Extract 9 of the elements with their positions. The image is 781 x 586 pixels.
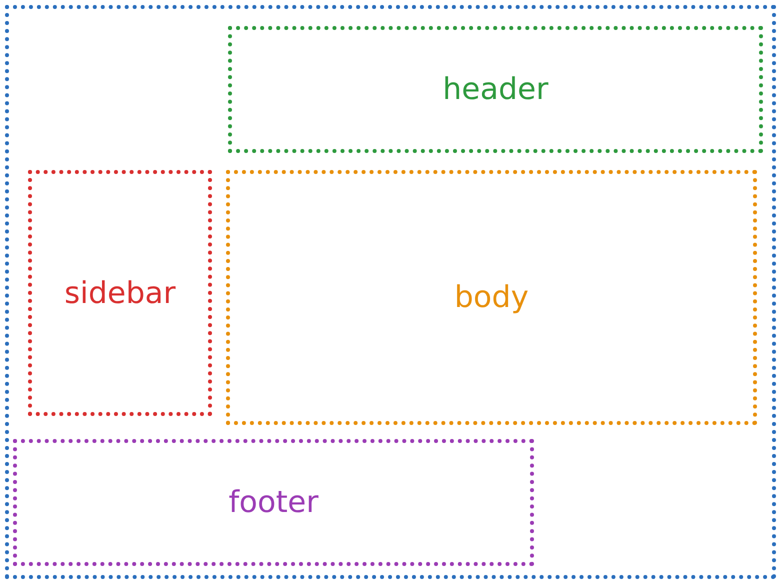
header-region <box>228 26 763 153</box>
page-frame <box>5 5 776 579</box>
body-region <box>226 170 757 425</box>
region-label: header <box>442 72 548 107</box>
sidebar-region <box>28 170 212 416</box>
region-label: body <box>454 280 529 315</box>
footer-region <box>13 439 534 566</box>
region-label: footer <box>228 485 318 520</box>
region-label: sidebar <box>64 276 176 310</box>
